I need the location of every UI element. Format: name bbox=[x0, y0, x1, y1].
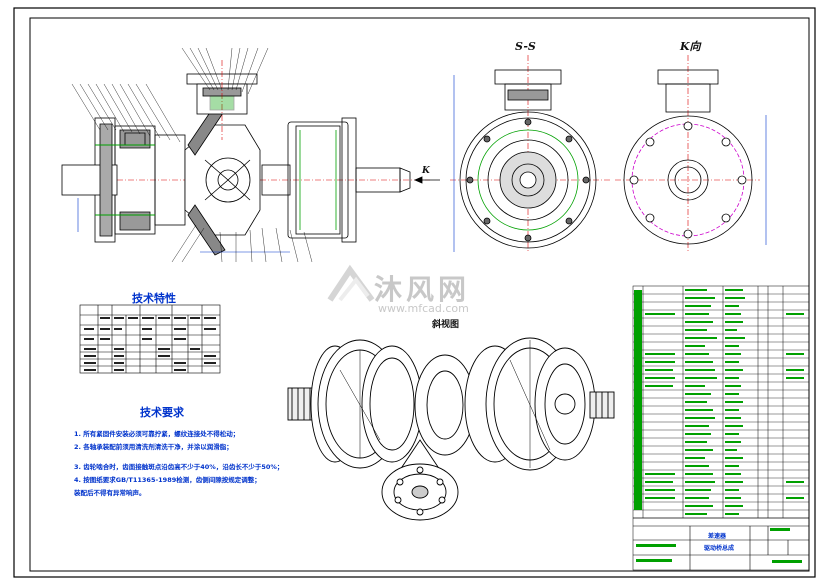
tech-spec-title: 技术特性 bbox=[132, 292, 176, 305]
main-section-view bbox=[61, 47, 440, 263]
arrow-k-label: K bbox=[422, 166, 430, 176]
tech-spec-table-cells bbox=[84, 317, 216, 371]
requirement-2: 2. 各轴承装配前须用清洗剂清洗干净，并涂以润滑脂； bbox=[74, 443, 233, 451]
bom-table bbox=[632, 285, 810, 571]
isometric-view bbox=[287, 337, 615, 521]
requirements-title: 技术要求 bbox=[140, 406, 184, 419]
view-k-title: K向 bbox=[680, 40, 701, 53]
section-ss-title: S-S bbox=[515, 40, 536, 53]
requirement-4: 4. 按图纸要求GB/T11365-1989检测，齿侧间隙按规定调整； bbox=[74, 476, 261, 484]
watermark-brand: 沐风网 bbox=[374, 273, 471, 306]
watermark-logo bbox=[327, 264, 375, 302]
title-block bbox=[633, 525, 809, 570]
ss-section-view bbox=[450, 55, 610, 252]
requirement-1: 1. 所有紧固件安装必须可靠拧紧，螺纹连接处不得松动； bbox=[74, 430, 240, 438]
requirement-5: 装配后不得有异常响声。 bbox=[74, 489, 146, 497]
bom-rows bbox=[633, 293, 809, 519]
requirement-3: 3. 齿轮啮合时，齿面接触斑点沿齿高不少于40%，沿齿长不少于50%； bbox=[74, 463, 284, 471]
k-direction-view bbox=[615, 55, 767, 252]
watermark-url: www.mfcad.com bbox=[378, 302, 469, 315]
iso-view-title: 斜视图 bbox=[432, 320, 460, 330]
title-block-name-1: 差速器 bbox=[708, 533, 727, 540]
title-block-name-2: 驱动桥总成 bbox=[704, 545, 735, 552]
bom-entries bbox=[634, 289, 804, 515]
tech-spec-table bbox=[79, 304, 221, 374]
